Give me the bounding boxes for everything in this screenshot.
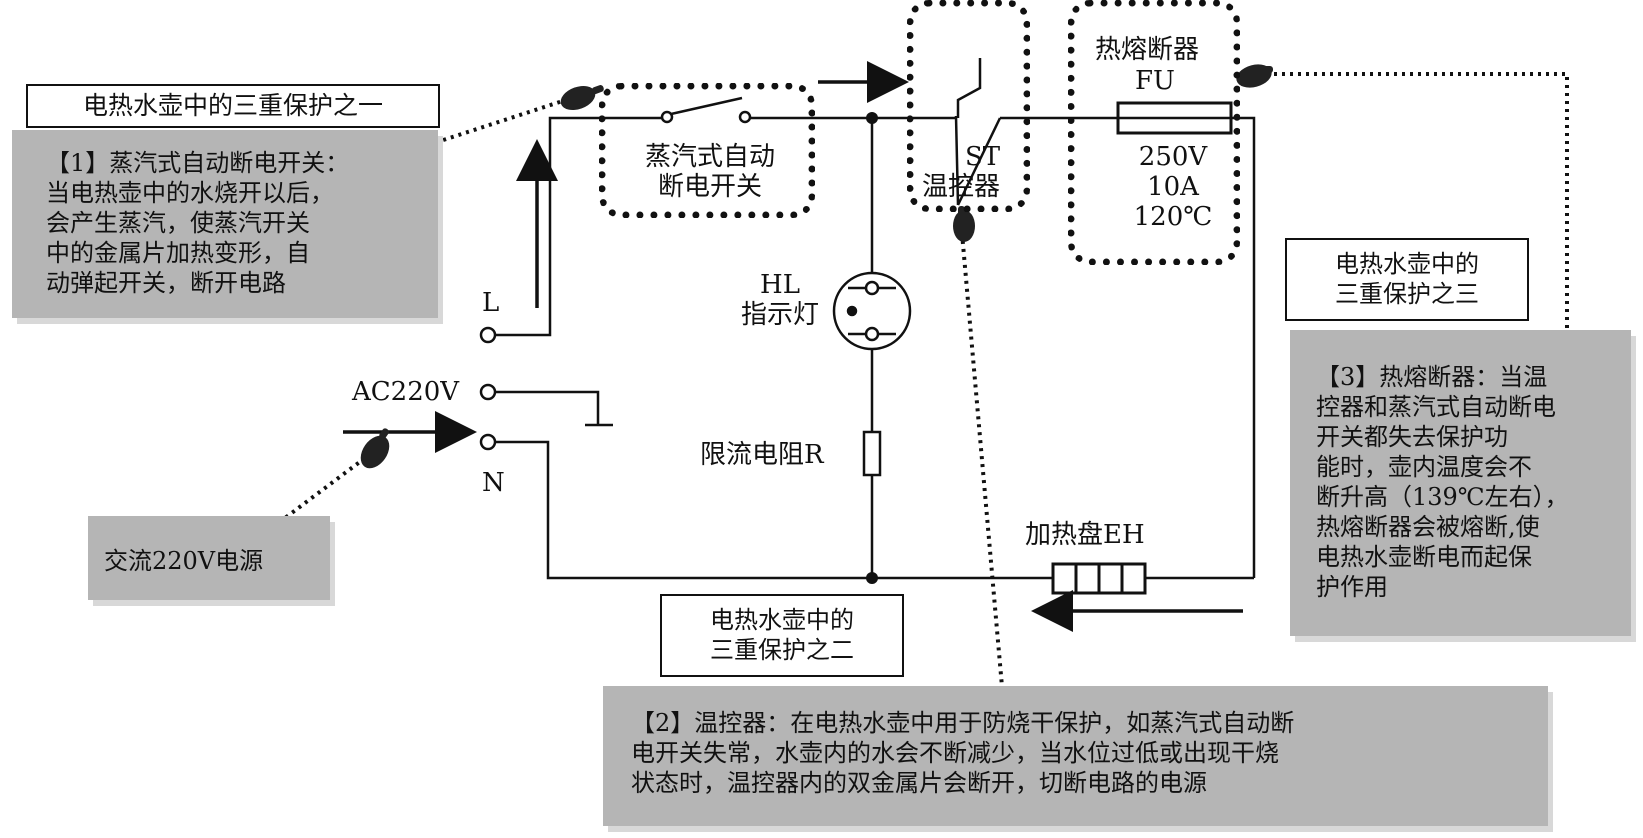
terminal-l-label: L bbox=[482, 288, 500, 318]
ac-source-label: AC220V bbox=[352, 377, 460, 407]
switch-blade bbox=[670, 96, 743, 116]
terminal-ac-dot bbox=[479, 383, 497, 401]
steam-switch-label: 蒸汽式自动 断电开关 bbox=[644, 142, 775, 202]
thermostat-frame bbox=[907, 0, 1030, 212]
junction-bottom bbox=[866, 572, 878, 584]
terminal-n-dot bbox=[479, 433, 497, 451]
resistor-symbol bbox=[862, 430, 882, 477]
protection-2-title: 电热水壶中的 三重保护之二 bbox=[660, 594, 904, 677]
hand-icon-source bbox=[360, 428, 390, 469]
terminal-n-label: N bbox=[482, 468, 505, 498]
thermostat-code: ST bbox=[965, 142, 1001, 172]
leader-1 bbox=[427, 95, 576, 147]
steam-switch-frame bbox=[599, 83, 815, 218]
ground-wire bbox=[492, 390, 600, 425]
resistor-label: 限流电阻R bbox=[700, 440, 824, 470]
thermostat-symbol bbox=[954, 58, 1002, 206]
switch-contact-right bbox=[738, 110, 752, 124]
leader-source bbox=[271, 450, 375, 529]
leader-2 bbox=[960, 232, 1005, 699]
heater-symbol bbox=[1051, 562, 1147, 595]
junction-top bbox=[866, 112, 878, 124]
indicator-lamp bbox=[832, 271, 912, 351]
fuse-frame bbox=[1068, 0, 1240, 265]
top-wire bbox=[492, 116, 662, 337]
protection-1-title: 电热水壶中的三重保护之一 bbox=[26, 84, 440, 128]
fuse-code: FU bbox=[1135, 66, 1175, 96]
hand-icon-1 bbox=[560, 85, 604, 111]
leader-3 bbox=[1258, 72, 1569, 344]
terminal-l-dot bbox=[479, 326, 497, 344]
protection-3-title: 电热水壶中的 三重保护之三 bbox=[1285, 238, 1529, 321]
note-power-source: 交流220V电源 bbox=[88, 516, 330, 600]
switch-contact-left bbox=[660, 110, 674, 124]
top-wire-right bbox=[1000, 116, 1256, 578]
fuse-title: 热熔断器 bbox=[1095, 35, 1200, 65]
fuse-rating: 250V 10A 120℃ bbox=[1133, 142, 1213, 232]
bottom-wire bbox=[492, 440, 1053, 580]
note-steam-switch: 【1】蒸汽式自动断电开关： 当电热壶中的水烧开以后， 会产生蒸汽，使蒸汽开关 中… bbox=[12, 130, 438, 318]
lamp-label: HL 指示灯 bbox=[740, 270, 819, 330]
note-thermostat: 【2】温控器：在电热水壶中用于防烧干保护，如蒸汽式自动断 电开关失常，水壶内的水… bbox=[603, 686, 1548, 826]
thermostat-name: 温控器 bbox=[922, 172, 1001, 202]
note-fuse: 【3】热熔断器：当温 控器和蒸汽式自动断电 开关都失去保护功 能时，壶内温度会不… bbox=[1290, 330, 1631, 636]
hand-icon-3 bbox=[1236, 64, 1273, 88]
heater-label: 加热盘EH bbox=[1025, 520, 1145, 550]
